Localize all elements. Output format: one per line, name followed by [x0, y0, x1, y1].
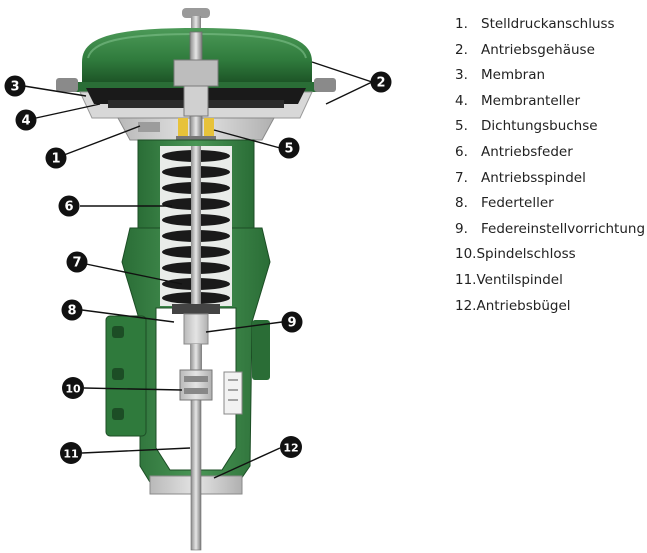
legend-item-label: Spindelschloss [476, 242, 575, 268]
callout-7: 7 [67, 252, 88, 273]
legend-item: 2.Antriebsgehäuse [455, 38, 645, 64]
svg-text:10: 10 [65, 383, 81, 396]
callout-5: 5 [279, 138, 300, 159]
callout-12: 12 [280, 436, 302, 458]
legend-item-number: 11. [455, 268, 476, 294]
callout-6: 6 [59, 196, 80, 217]
svg-text:4: 4 [21, 114, 30, 129]
legend-item: 8.Federteller [455, 191, 645, 217]
legend-item-label: Stelldruckanschluss [481, 12, 615, 38]
callout-9: 9 [282, 312, 303, 333]
legend-item-number: 10. [455, 242, 476, 268]
legend-item-number: 9. [455, 217, 475, 243]
legend-item-number: 8. [455, 191, 475, 217]
legend-item: 6.Antriebsfeder [455, 140, 645, 166]
legend-item-number: 1. [455, 12, 475, 38]
legend-item: 1.Stelldruckanschluss [455, 12, 645, 38]
callout-8: 8 [62, 300, 83, 321]
svg-text:11: 11 [63, 448, 78, 461]
legend-item-number: 2. [455, 38, 475, 64]
svg-text:8: 8 [67, 304, 76, 319]
callout-10: 10 [62, 377, 84, 399]
legend-item-label: Ventilspindel [476, 268, 562, 294]
legend-item-number: 5. [455, 114, 475, 140]
legend-item-label: Antriebsbügel [476, 294, 570, 320]
svg-text:1: 1 [51, 152, 60, 167]
svg-text:5: 5 [284, 142, 293, 157]
legend-item: 10.Spindelschloss [455, 242, 645, 268]
parts-legend: 1.Stelldruckanschluss 2.Antriebsgehäuse … [455, 12, 645, 319]
legend-item-label: Antriebsgehäuse [481, 38, 595, 64]
legend-item-number: 7. [455, 166, 475, 192]
legend-item-number: 3. [455, 63, 475, 89]
legend-item: 5.Dichtungsbuchse [455, 114, 645, 140]
svg-text:12: 12 [283, 442, 298, 455]
legend-item-number: 12. [455, 294, 476, 320]
svg-text:7: 7 [72, 256, 81, 271]
legend-item: 11.Ventilspindel [455, 268, 645, 294]
legend-item-label: Membran [481, 63, 545, 89]
legend-item-label: Antriebsfeder [481, 140, 573, 166]
svg-text:6: 6 [64, 200, 73, 215]
actuator-diagram: 1 2 3 4 5 6 7 8 9 10 11 12 [0, 0, 440, 553]
callout-11: 11 [60, 442, 82, 464]
callout-4: 4 [16, 110, 37, 131]
legend-item-label: Federeinstellvorrichtung [481, 217, 645, 243]
legend-item-label: Membranteller [481, 89, 580, 115]
svg-text:2: 2 [376, 76, 385, 91]
svg-text:3: 3 [10, 80, 19, 95]
svg-text:9: 9 [287, 316, 296, 331]
legend-item: 3.Membran [455, 63, 645, 89]
legend-item-label: Antriebsspindel [481, 166, 586, 192]
legend-item-number: 4. [455, 89, 475, 115]
callout-1: 1 [46, 148, 67, 169]
legend-item: 7.Antriebsspindel [455, 166, 645, 192]
callout-2: 2 [371, 72, 392, 93]
legend-item: 9.Federeinstellvorrichtung [455, 217, 645, 243]
legend-item-label: Dichtungsbuchse [481, 114, 598, 140]
legend-item-number: 6. [455, 140, 475, 166]
legend-item-label: Federteller [481, 191, 554, 217]
legend-item: 4.Membranteller [455, 89, 645, 115]
callout-3: 3 [5, 76, 26, 97]
legend-item: 12.Antriebsbügel [455, 294, 645, 320]
